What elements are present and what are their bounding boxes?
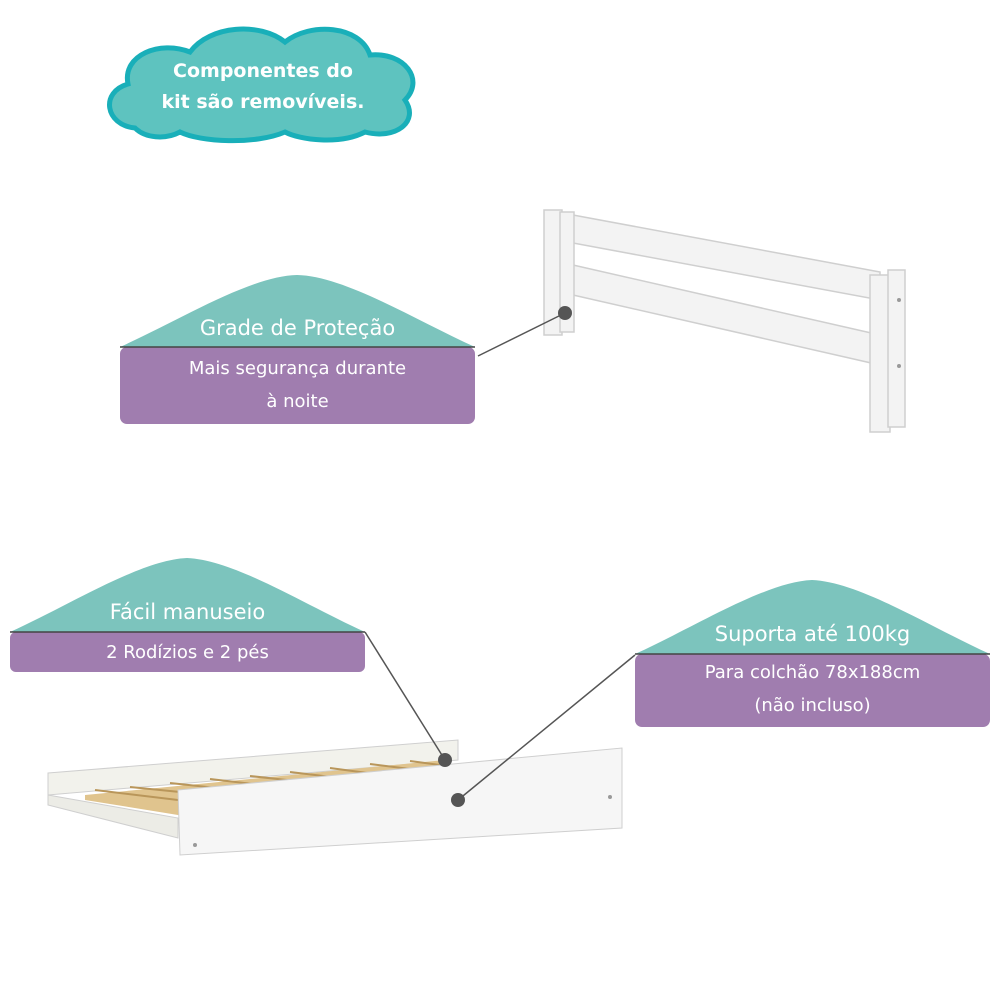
cloud-line-2: kit são removíveis. <box>161 91 365 113</box>
cloud-shape <box>107 26 416 144</box>
pointer-dot-casters <box>438 753 452 767</box>
callout-1-body: Mais segurança durante à noite <box>120 352 475 418</box>
callout-1-line-2: à noite <box>266 391 329 412</box>
callout-2-title: Fácil manuseio <box>109 600 266 624</box>
callout-3-title: Suporta até 100kg <box>714 622 911 646</box>
callout-2-box <box>10 632 365 672</box>
trundle-bed-image <box>47 739 623 856</box>
callout-3-box <box>635 654 990 727</box>
pointer-dot-capacity <box>451 793 465 807</box>
pointer-dot-rail <box>558 306 572 320</box>
callout-1-title: Grade de Proteção <box>199 316 396 340</box>
callout-3-roof <box>635 580 990 654</box>
callout-3-line-1: Para colchão 78x188cm <box>704 662 921 683</box>
callout-2-roof <box>10 558 365 632</box>
callout-3-body: Para colchão 78x188cm (não incluso) <box>635 656 990 722</box>
callout-1-roof <box>120 275 475 347</box>
cloud-caption: Componentes do kit são removíveis. <box>108 56 418 118</box>
callout-1-line-1: Mais segurança durante <box>188 358 407 379</box>
guard-rail-image <box>543 209 906 433</box>
callout-3-line-2: (não incluso) <box>754 695 871 716</box>
cloud-line-1: Componentes do <box>173 60 353 82</box>
callout-1-box <box>120 347 475 424</box>
callout-2-body: 2 Rodízios e 2 pés <box>106 642 269 663</box>
